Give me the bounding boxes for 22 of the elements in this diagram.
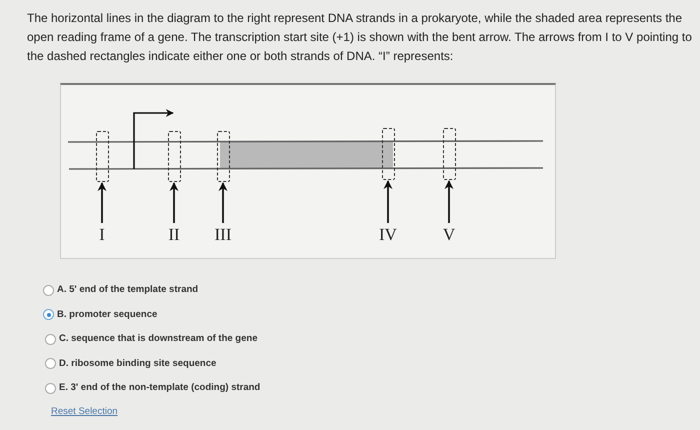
arrow: [170, 182, 178, 223]
reset-link: Reset Selection: [51, 405, 118, 419]
answer-option: D. ribosome binding site sequence: [59, 356, 216, 371]
answer-option: B. promoter sequence: [57, 308, 158, 322]
roman-numeral-label: II: [156, 226, 192, 244]
arrow: [384, 180, 392, 223]
roman-numeral-label: III: [205, 226, 241, 244]
roman-numeral-label: V: [431, 226, 467, 244]
question-text: The horizontal lines in the diagram to the right represent DNA strands in a prokaryote, while the shaded area represents the open reading frame of a gene. The transcription start site (+1) is shown with the bent arrow. The arrows from I to V pointing to the dashed rectangles indicate either one or both strands of DNA. “I” represents:: [27, 10, 693, 65]
arrow: [218, 182, 228, 223]
arrow: [98, 182, 106, 223]
dashed-rectangle: [168, 131, 180, 182]
arrow: [444, 180, 454, 223]
roman-numeral-label: IV: [370, 226, 406, 244]
answer-option: C. sequence that is downstream of the gene: [59, 332, 258, 346]
dashed-rectangle: [382, 128, 394, 180]
dashed-rectangle: [442, 128, 456, 180]
answer-option: E. 3' end of the non-template (coding) strand: [59, 381, 260, 396]
roman-numeral-label: I: [84, 226, 120, 244]
dashed-rectangle: [96, 131, 108, 182]
dashed-rectangle: [216, 131, 230, 182]
answer-option: A. 5' end of the template strand: [57, 283, 198, 298]
